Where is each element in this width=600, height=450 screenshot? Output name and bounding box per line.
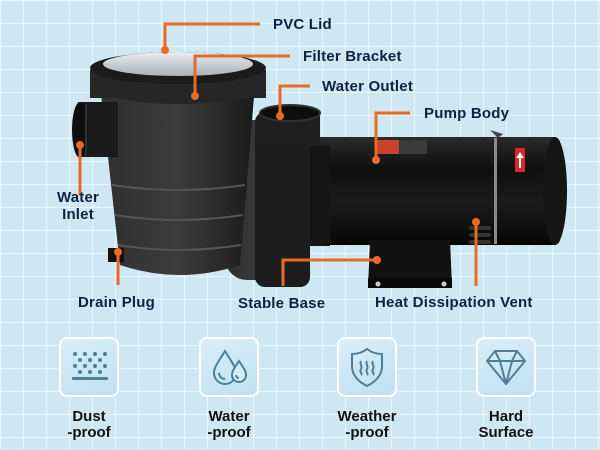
- label-water-outlet: Water Outlet: [322, 78, 414, 95]
- feature-caption: Hard Surface: [461, 409, 551, 441]
- label-pvc-lid: PVC Lid: [273, 16, 332, 33]
- label-pump-body: Pump Body: [424, 105, 510, 122]
- callout-dots: [76, 46, 480, 264]
- feature-dustproof: Dust -proof: [44, 337, 134, 441]
- label-drain-plug: Drain Plug: [78, 294, 156, 311]
- feature-caption: Dust -proof: [44, 409, 134, 441]
- feature-caption: Water -proof: [184, 409, 274, 441]
- feature-icon-box: [199, 337, 259, 397]
- water-drops-icon: [212, 349, 248, 385]
- water-inlet-port: [72, 102, 118, 158]
- feature-waterproof: Water -proof: [184, 337, 274, 441]
- vent-slots: [469, 226, 491, 244]
- feature-icon-box: [337, 337, 397, 397]
- pump-base: [368, 240, 452, 288]
- dust-particles-icon: [72, 352, 108, 380]
- label-water-inlet-line2: Inlet: [62, 206, 94, 223]
- label-water-inlet-line1: Water: [56, 189, 100, 206]
- pump-motor: [300, 130, 567, 245]
- feature-hard-surface: Hard Surface: [461, 337, 551, 441]
- label-water-inlet: Water Inlet: [48, 189, 108, 223]
- feature-caption-line1: Hard: [488, 408, 524, 425]
- diamond-icon: [486, 350, 526, 385]
- feature-caption-line1: Weather: [337, 408, 397, 425]
- feature-caption-line2: -proof: [67, 424, 111, 441]
- feature-caption-line1: Dust: [72, 408, 106, 425]
- label-filter-bracket: Filter Bracket: [303, 48, 402, 65]
- feature-caption-line2: -proof: [207, 424, 251, 441]
- strainer-basket: [90, 52, 266, 275]
- feature-caption-line1: Water: [208, 408, 250, 425]
- shield-heat-icon: [351, 347, 383, 388]
- feature-caption-line2: -proof: [345, 424, 389, 441]
- feature-weatherproof: Weather -proof: [322, 337, 412, 441]
- feature-caption-line2: Surface: [478, 424, 534, 441]
- feature-icon-box: [476, 337, 536, 397]
- label-heat-dissipation-vent: Heat Dissipation Vent: [375, 294, 533, 311]
- callout-lines: [78, 22, 478, 286]
- feature-caption: Weather -proof: [322, 409, 412, 441]
- feature-icon-box: [59, 337, 119, 397]
- label-stable-base: Stable Base: [238, 295, 326, 312]
